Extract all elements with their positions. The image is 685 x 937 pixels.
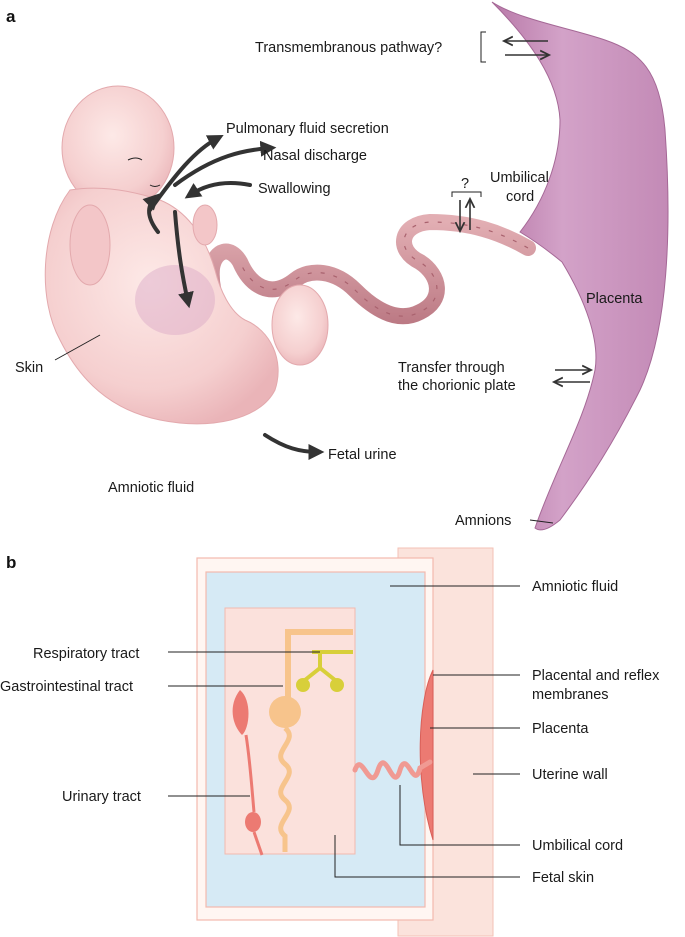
lung-left [296,678,310,692]
placenta-b [419,669,434,841]
leader-fetal-skin [334,835,520,878]
label-amniotic-fluid-a: Amniotic fluid [108,480,194,496]
label-amniotic-fluid-b: Amniotic fluid [532,579,618,595]
umbilical-bracket [451,191,482,197]
label-swallowing: Swallowing [258,181,331,197]
label-placenta: Placenta [586,291,643,307]
respiratory-tube [285,629,353,700]
bladder [245,812,261,832]
fetus [44,85,329,425]
label-placental-1: Placental and reflex [532,668,660,684]
bronchi [303,650,337,682]
label-question: ? [461,176,469,192]
label-uterine: Uterine wall [532,767,608,783]
label-transmembranous: Transmembranous pathway? [255,40,442,56]
label-pulmonary: Pulmonary fluid secretion [226,121,389,137]
panel-a: a [6,1,669,531]
lung-right [330,678,344,692]
kidney [232,690,249,735]
intestine [278,726,292,852]
label-skin: Skin [15,360,43,376]
leader-umbilical [399,785,520,846]
transmembranous-bracket [480,31,486,63]
label-nasal: Nasal discharge [263,148,367,164]
label-urinary: Urinary tract [62,789,141,805]
label-amnions: Amnions [455,513,511,529]
label-placenta-b: Placenta [532,721,589,737]
umbilical-cord [203,213,536,338]
panel-a-letter: a [6,7,16,26]
urethra [252,831,264,856]
label-umbilical-1: Umbilical [490,170,549,186]
panel-b: b Am [0,547,660,937]
panel-b-letter: b [6,553,16,572]
ureter [244,734,256,813]
label-transfer-1: Transfer through [398,360,505,376]
label-fetal-urine: Fetal urine [328,447,397,463]
amnions-leader [529,519,554,524]
label-umbilical-2: cord [506,189,534,205]
stomach [269,696,301,728]
umbilical-cord-b [352,759,433,781]
label-gastrointestinal: Gastrointestinal tract [0,679,133,695]
label-transfer-2: the chorionic plate [398,378,516,394]
skin-leader [54,334,101,361]
inflow-arrow [142,193,160,234]
label-fetal-skin: Fetal skin [532,870,594,886]
label-respiratory: Respiratory tract [33,646,139,662]
placenta-shape [491,1,669,531]
urine-arrow [263,433,325,460]
label-umbilical-b: Umbilical cord [532,838,623,854]
swallowing-arrow [184,181,252,199]
nasal-arrow [173,140,277,187]
label-placental-2: membranes [532,687,609,703]
outflow-arrow [173,210,194,309]
